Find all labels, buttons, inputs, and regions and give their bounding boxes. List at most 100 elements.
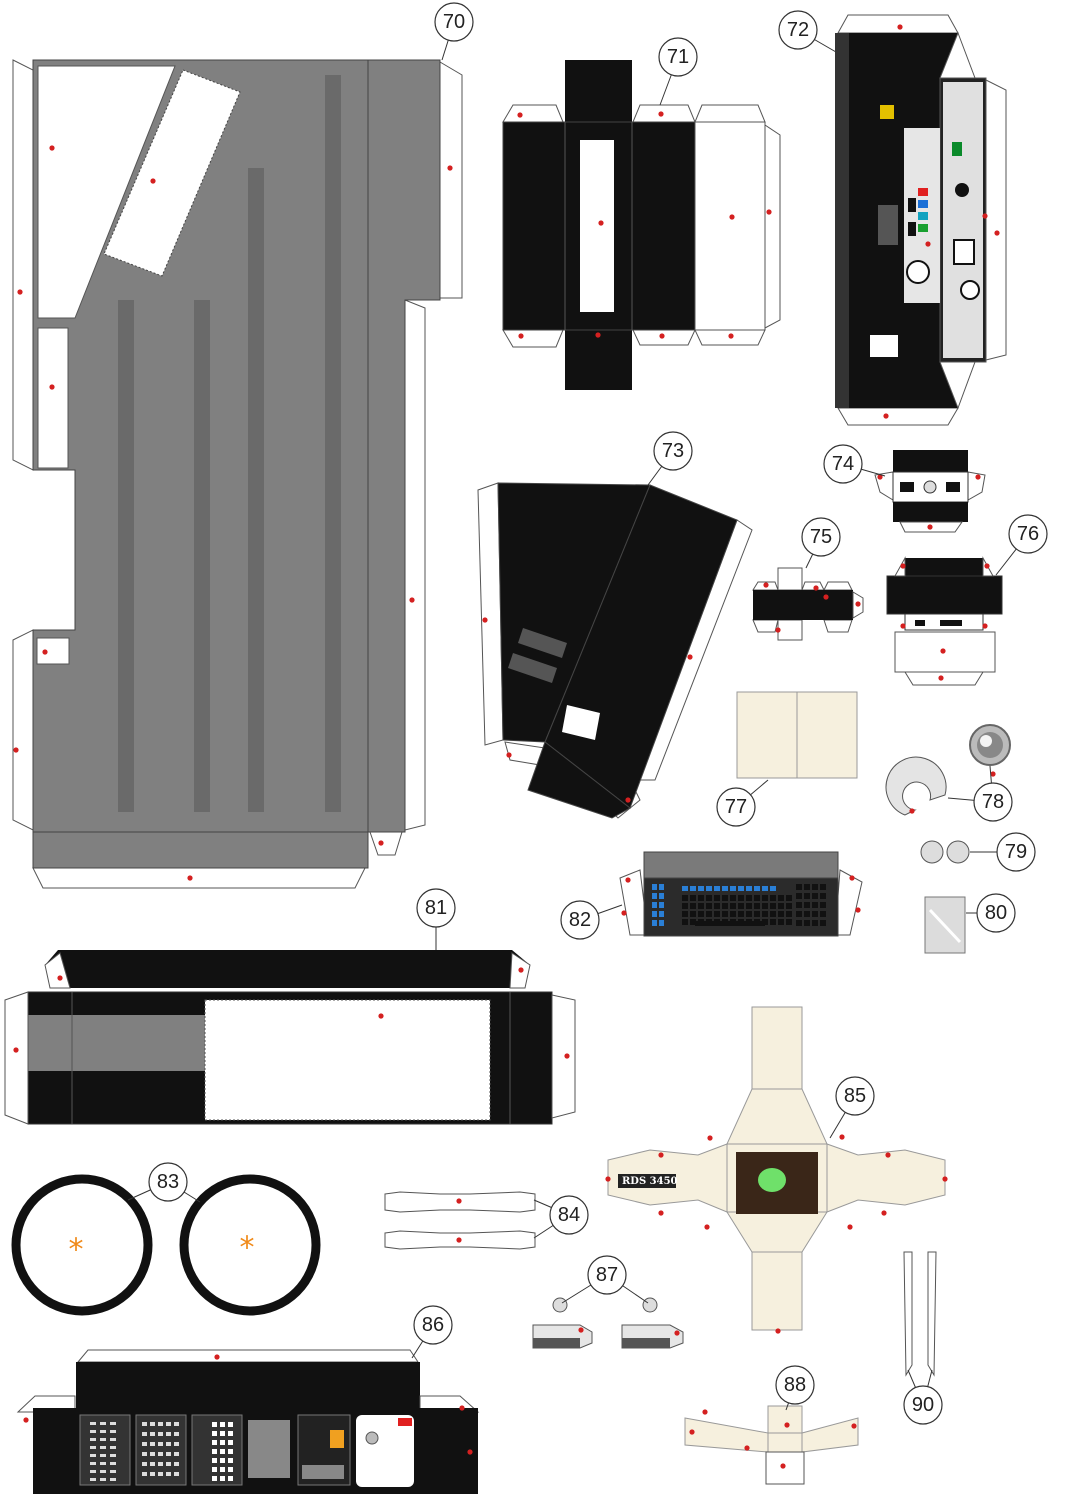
keyboard-numpad-key: [804, 902, 810, 908]
keyboard-side-key: [652, 893, 657, 899]
panel-86-button: [220, 1467, 225, 1472]
panel-86-button: [158, 1422, 163, 1426]
glue-dot-icon: [49, 145, 55, 151]
keyboard-key: [722, 903, 728, 909]
keyboard-numpad-key: [804, 893, 810, 899]
keyboard-fkey: [746, 886, 752, 891]
callout-circle: [148, 1162, 188, 1202]
part-75: [752, 567, 864, 641]
panel-86-button: [110, 1446, 116, 1449]
keyboard-key: [738, 911, 744, 917]
keyboard-key: [778, 895, 784, 901]
panel-86-button: [110, 1478, 116, 1481]
keyboard-side-key: [659, 884, 664, 890]
keyboard-key: [730, 903, 736, 909]
glue-dot-icon: [674, 1330, 680, 1336]
panel-86-button: [150, 1462, 155, 1466]
panel-86-button: [100, 1438, 106, 1441]
glue-dot-icon: [658, 111, 664, 117]
keyboard-key: [786, 911, 792, 917]
glue-dot-icon: [766, 209, 772, 215]
part-number-87: 87: [596, 1264, 618, 1286]
keyboard-key: [730, 911, 736, 917]
callout-circle: [413, 1305, 453, 1345]
glue-dot-icon: [982, 213, 988, 219]
keyboard-key: [714, 911, 720, 917]
callout-circle: [434, 2, 474, 42]
keyboard-numpad-key: [812, 902, 818, 908]
keyboard-numpad-key: [804, 911, 810, 917]
part-number-77: 77: [725, 796, 747, 818]
keyboard-numpad-key: [820, 911, 826, 917]
glue-dot-icon: [689, 1429, 695, 1435]
panel-86-button: [142, 1432, 147, 1436]
glue-dot-icon: [378, 840, 384, 846]
keyboard-side-key: [659, 920, 664, 926]
glue-dot-icon: [851, 1423, 857, 1429]
part-86: [16, 1349, 480, 1494]
callout-circle: [976, 893, 1016, 933]
panel-86-button: [110, 1454, 116, 1457]
keyboard-fkey: [722, 886, 728, 891]
callout-circle: [716, 787, 756, 827]
keyboard-numpad-key: [796, 884, 802, 890]
part-87: [532, 1297, 684, 1349]
part-number-80: 80: [985, 902, 1007, 924]
glue-dot-icon: [702, 1409, 708, 1415]
panel-86-button: [90, 1438, 96, 1441]
part-number-78: 78: [982, 791, 1004, 813]
keyboard-key: [762, 895, 768, 901]
part-number-85: 85: [844, 1085, 866, 1107]
glue-dot-icon: [13, 747, 19, 753]
panel-86-button: [158, 1462, 163, 1466]
glue-dot-icon: [813, 585, 819, 591]
panel-86-button: [100, 1446, 106, 1449]
keyboard-key: [754, 895, 760, 901]
part-78: [885, 724, 1011, 816]
glue-dot-icon: [456, 1237, 462, 1243]
panel-86-button: [90, 1462, 96, 1465]
keyboard-key: [746, 903, 752, 909]
glue-dot-icon: [42, 649, 48, 655]
panel-86-button: [110, 1430, 116, 1433]
part-number-79: 79: [1005, 841, 1027, 863]
keyboard-key: [682, 919, 688, 925]
keyboard-numpad-key: [812, 911, 818, 917]
panel-86-button: [110, 1470, 116, 1473]
glue-dot-icon: [763, 582, 769, 588]
keyboard-numpad-key: [812, 884, 818, 890]
part-83: * *: [11, 1174, 321, 1316]
glue-dot-icon: [659, 333, 665, 339]
callout-circle: [775, 1365, 815, 1405]
part-number-88: 88: [784, 1374, 806, 1396]
keyboard-key: [786, 903, 792, 909]
glue-dot-icon: [625, 877, 631, 883]
keyboard-key: [762, 911, 768, 917]
part-80: [924, 896, 966, 954]
glue-dot-icon: [658, 1210, 664, 1216]
panel-86-button: [158, 1452, 163, 1456]
keyboard-key: [722, 895, 728, 901]
part-number-84: 84: [558, 1204, 580, 1226]
panel-86-button: [166, 1462, 171, 1466]
glue-dot-icon: [595, 332, 601, 338]
part-71: [502, 60, 781, 390]
panel-86-button: [90, 1446, 96, 1449]
glue-dot-icon: [855, 907, 861, 913]
panel-86-button: [166, 1452, 171, 1456]
keyboard-key: [722, 911, 728, 917]
glue-dot-icon: [775, 627, 781, 633]
keyboard-key: [690, 903, 696, 909]
glue-dot-icon: [900, 623, 906, 629]
glue-dot-icon: [456, 1198, 462, 1204]
keyboard-key: [714, 903, 720, 909]
keyboard-key: [682, 895, 688, 901]
panel-86-button: [90, 1454, 96, 1457]
keyboard-fkey: [754, 886, 760, 891]
glue-dot-icon: [925, 241, 931, 247]
glue-dot-icon: [728, 333, 734, 339]
keyboard-numpad-key: [796, 893, 802, 899]
part-number-74: 74: [832, 453, 854, 475]
panel-86-button: [142, 1472, 147, 1476]
part-number-72: 72: [787, 19, 809, 41]
